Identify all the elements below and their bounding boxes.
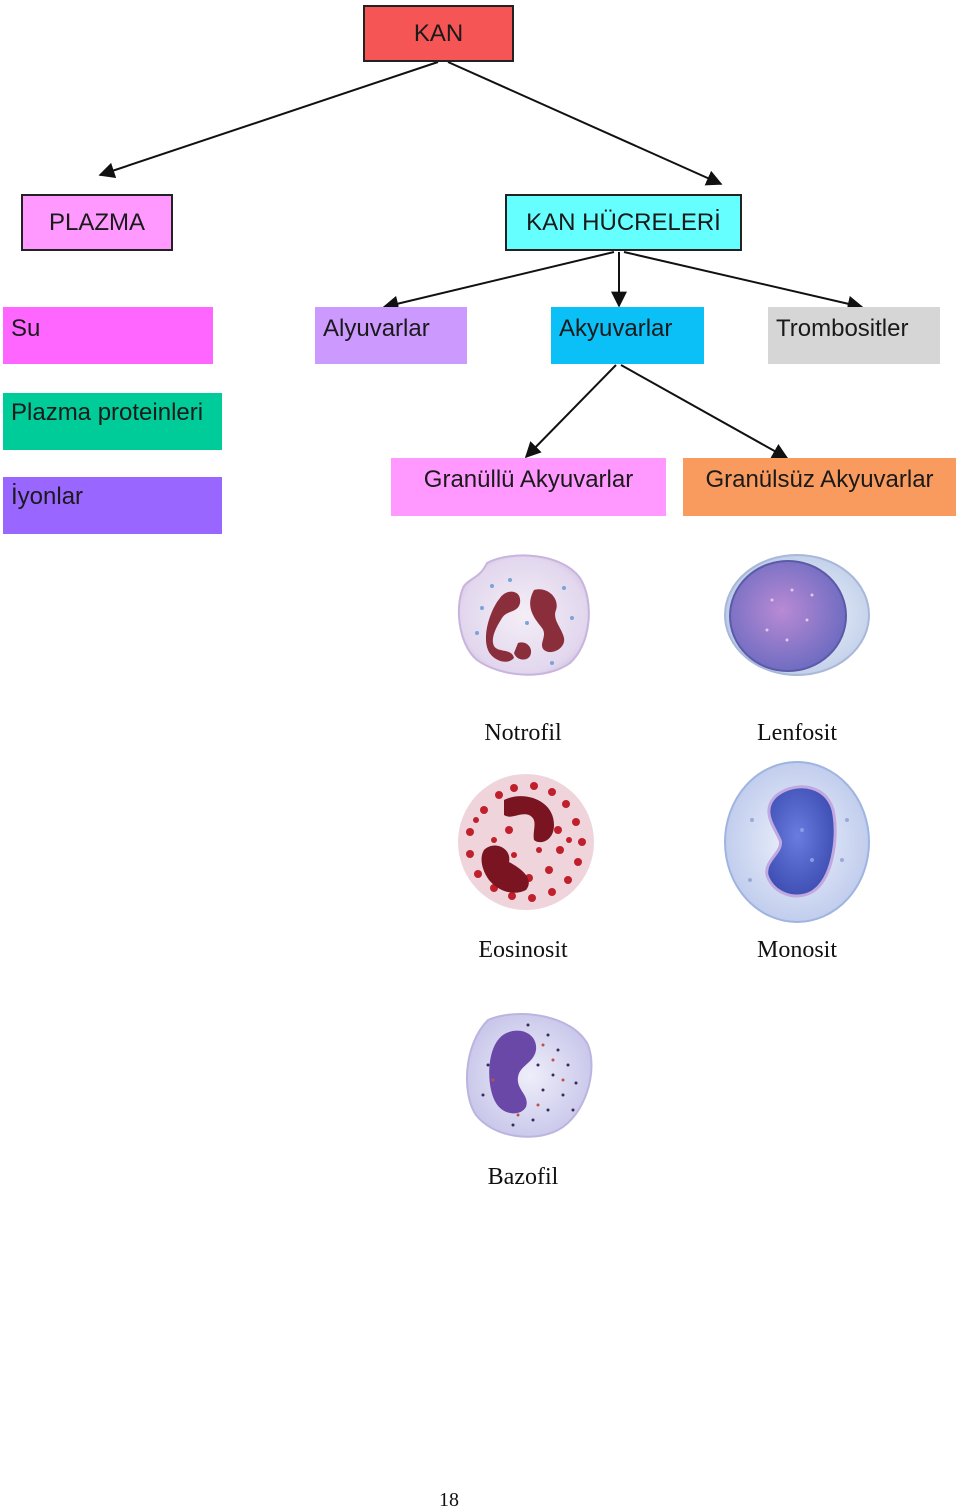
- eosinophil-image: [458, 774, 594, 910]
- node-granulsuz-akyuvarlar: Granülsüz Akyuvarlar: [683, 458, 956, 516]
- caption-basophil: Bazofil: [487, 1164, 559, 1190]
- node-plazma: PLAZMA: [21, 194, 173, 251]
- node-plazma-proteinleri: Plazma proteinleri: [3, 393, 222, 450]
- node-iyonlar: İyonlar: [3, 477, 222, 534]
- node-akyuvarlar-label: Akyuvarlar: [559, 315, 673, 342]
- node-kan-label: KAN: [413, 19, 464, 47]
- node-akyuvarlar: Akyuvarlar: [551, 307, 704, 364]
- caption-eosinophil: Eosinosit: [478, 937, 568, 963]
- page-number: 18: [439, 1489, 459, 1511]
- node-plazma-proteinleri-label: Plazma proteinleri: [11, 399, 204, 426]
- node-alyuvarlar-label: Alyuvarlar: [323, 315, 430, 342]
- arrow-wbc-to-agranular: [620, 364, 789, 459]
- node-kan-hucreleri: KAN HÜCRELERİ: [505, 194, 742, 251]
- caption-monocyte: Monosit: [756, 937, 837, 963]
- lymphocyte-image: [724, 554, 870, 676]
- node-trombositler: Trombositler: [768, 307, 940, 364]
- arrow-cells-to-platelets: [623, 251, 864, 312]
- arrow-wbc-to-granular: [524, 364, 617, 459]
- arrow-kan-to-plazma: [98, 61, 439, 179]
- caption-neutrophil: Notrofil: [484, 720, 562, 746]
- arrow-cells-to-rbc: [382, 251, 615, 312]
- caption-lymphocyte: Lenfosit: [757, 720, 837, 746]
- neutrophil-image: [457, 554, 590, 676]
- node-iyonlar-label: İyonlar: [11, 483, 84, 510]
- node-granullu-akyuvarlar: Granüllü Akyuvarlar: [391, 458, 666, 516]
- arrow-kan-to-cells: [447, 61, 723, 186]
- node-granullu-akyuvarlar-label: Granüllü Akyuvarlar: [423, 466, 634, 493]
- node-alyuvarlar: Alyuvarlar: [315, 307, 467, 364]
- node-su: Su: [3, 307, 213, 364]
- basophil-image: [466, 1013, 593, 1138]
- node-kan-hucreleri-label: KAN HÜCRELERİ: [526, 208, 721, 236]
- node-granulsuz-akyuvarlar-label: Granülsüz Akyuvarlar: [705, 466, 934, 493]
- node-plazma-label: PLAZMA: [48, 208, 146, 236]
- node-trombositler-label: Trombositler: [776, 315, 909, 342]
- node-su-label: Su: [11, 315, 41, 342]
- monocyte-image: [724, 761, 870, 923]
- node-kan: KAN: [363, 5, 514, 62]
